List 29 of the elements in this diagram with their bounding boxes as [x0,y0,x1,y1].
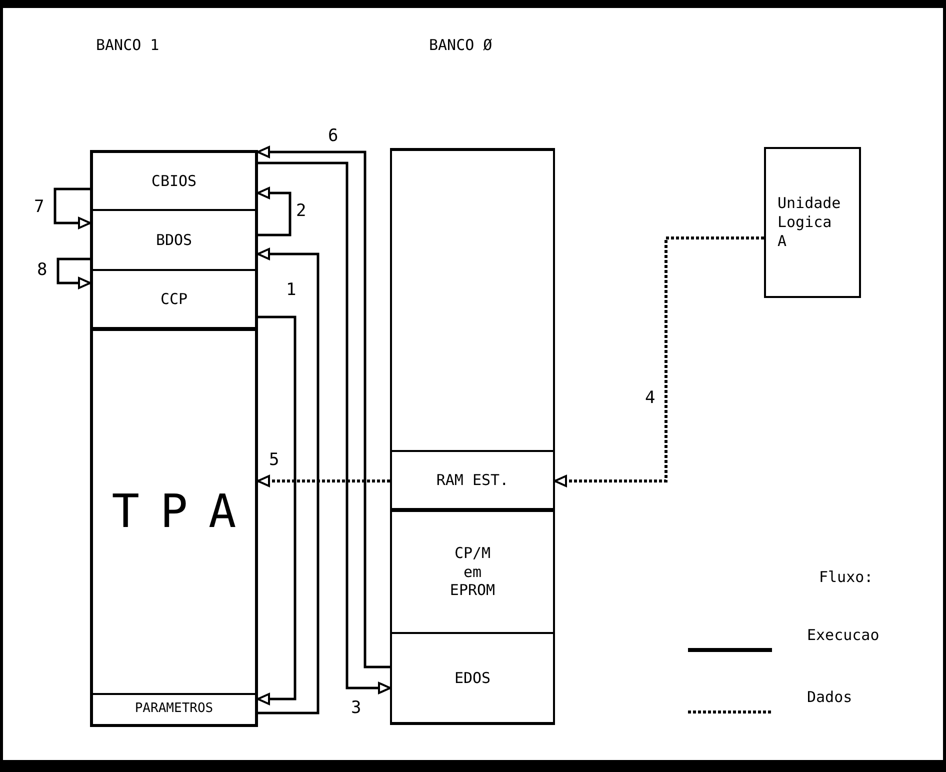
memory-segment [90,150,258,211]
memory-segment [90,209,258,271]
legend-label: Dados [806,690,854,705]
execution-flow-arrow [56,258,91,289]
memory-segment [90,329,258,695]
segment-label: Unidade Logica A [778,194,842,251]
memory-segment [90,269,258,331]
memory-segment [390,510,555,634]
execution-flow-arrow [257,187,292,236]
segment-label: CCP [160,290,188,308]
execution-flow-arrow [54,188,91,229]
data-flow-arrow [554,236,764,487]
bank-heading: BANCO Ø [428,38,494,53]
segment-label: TPA [112,483,257,540]
segment-label: RAM EST. [436,470,509,490]
segment-label: CBIOS [151,172,197,190]
memory-segment [390,632,555,725]
segment-label: BDOS [156,230,192,250]
memory-segment [764,147,861,298]
execution-flow-arrow [257,248,320,714]
segment-label: EDOS [454,668,491,688]
bank-heading: BANCO 1 [95,38,160,53]
segment-label: PARAMETROS [134,701,214,718]
legend-label: Execucao [806,628,880,643]
memory-segment [90,693,258,727]
memory-segment [390,450,555,512]
segment-label: CP/M em EPROM [448,544,496,600]
data-flow-arrow [257,475,390,487]
execution-flow-arrow [257,316,296,705]
